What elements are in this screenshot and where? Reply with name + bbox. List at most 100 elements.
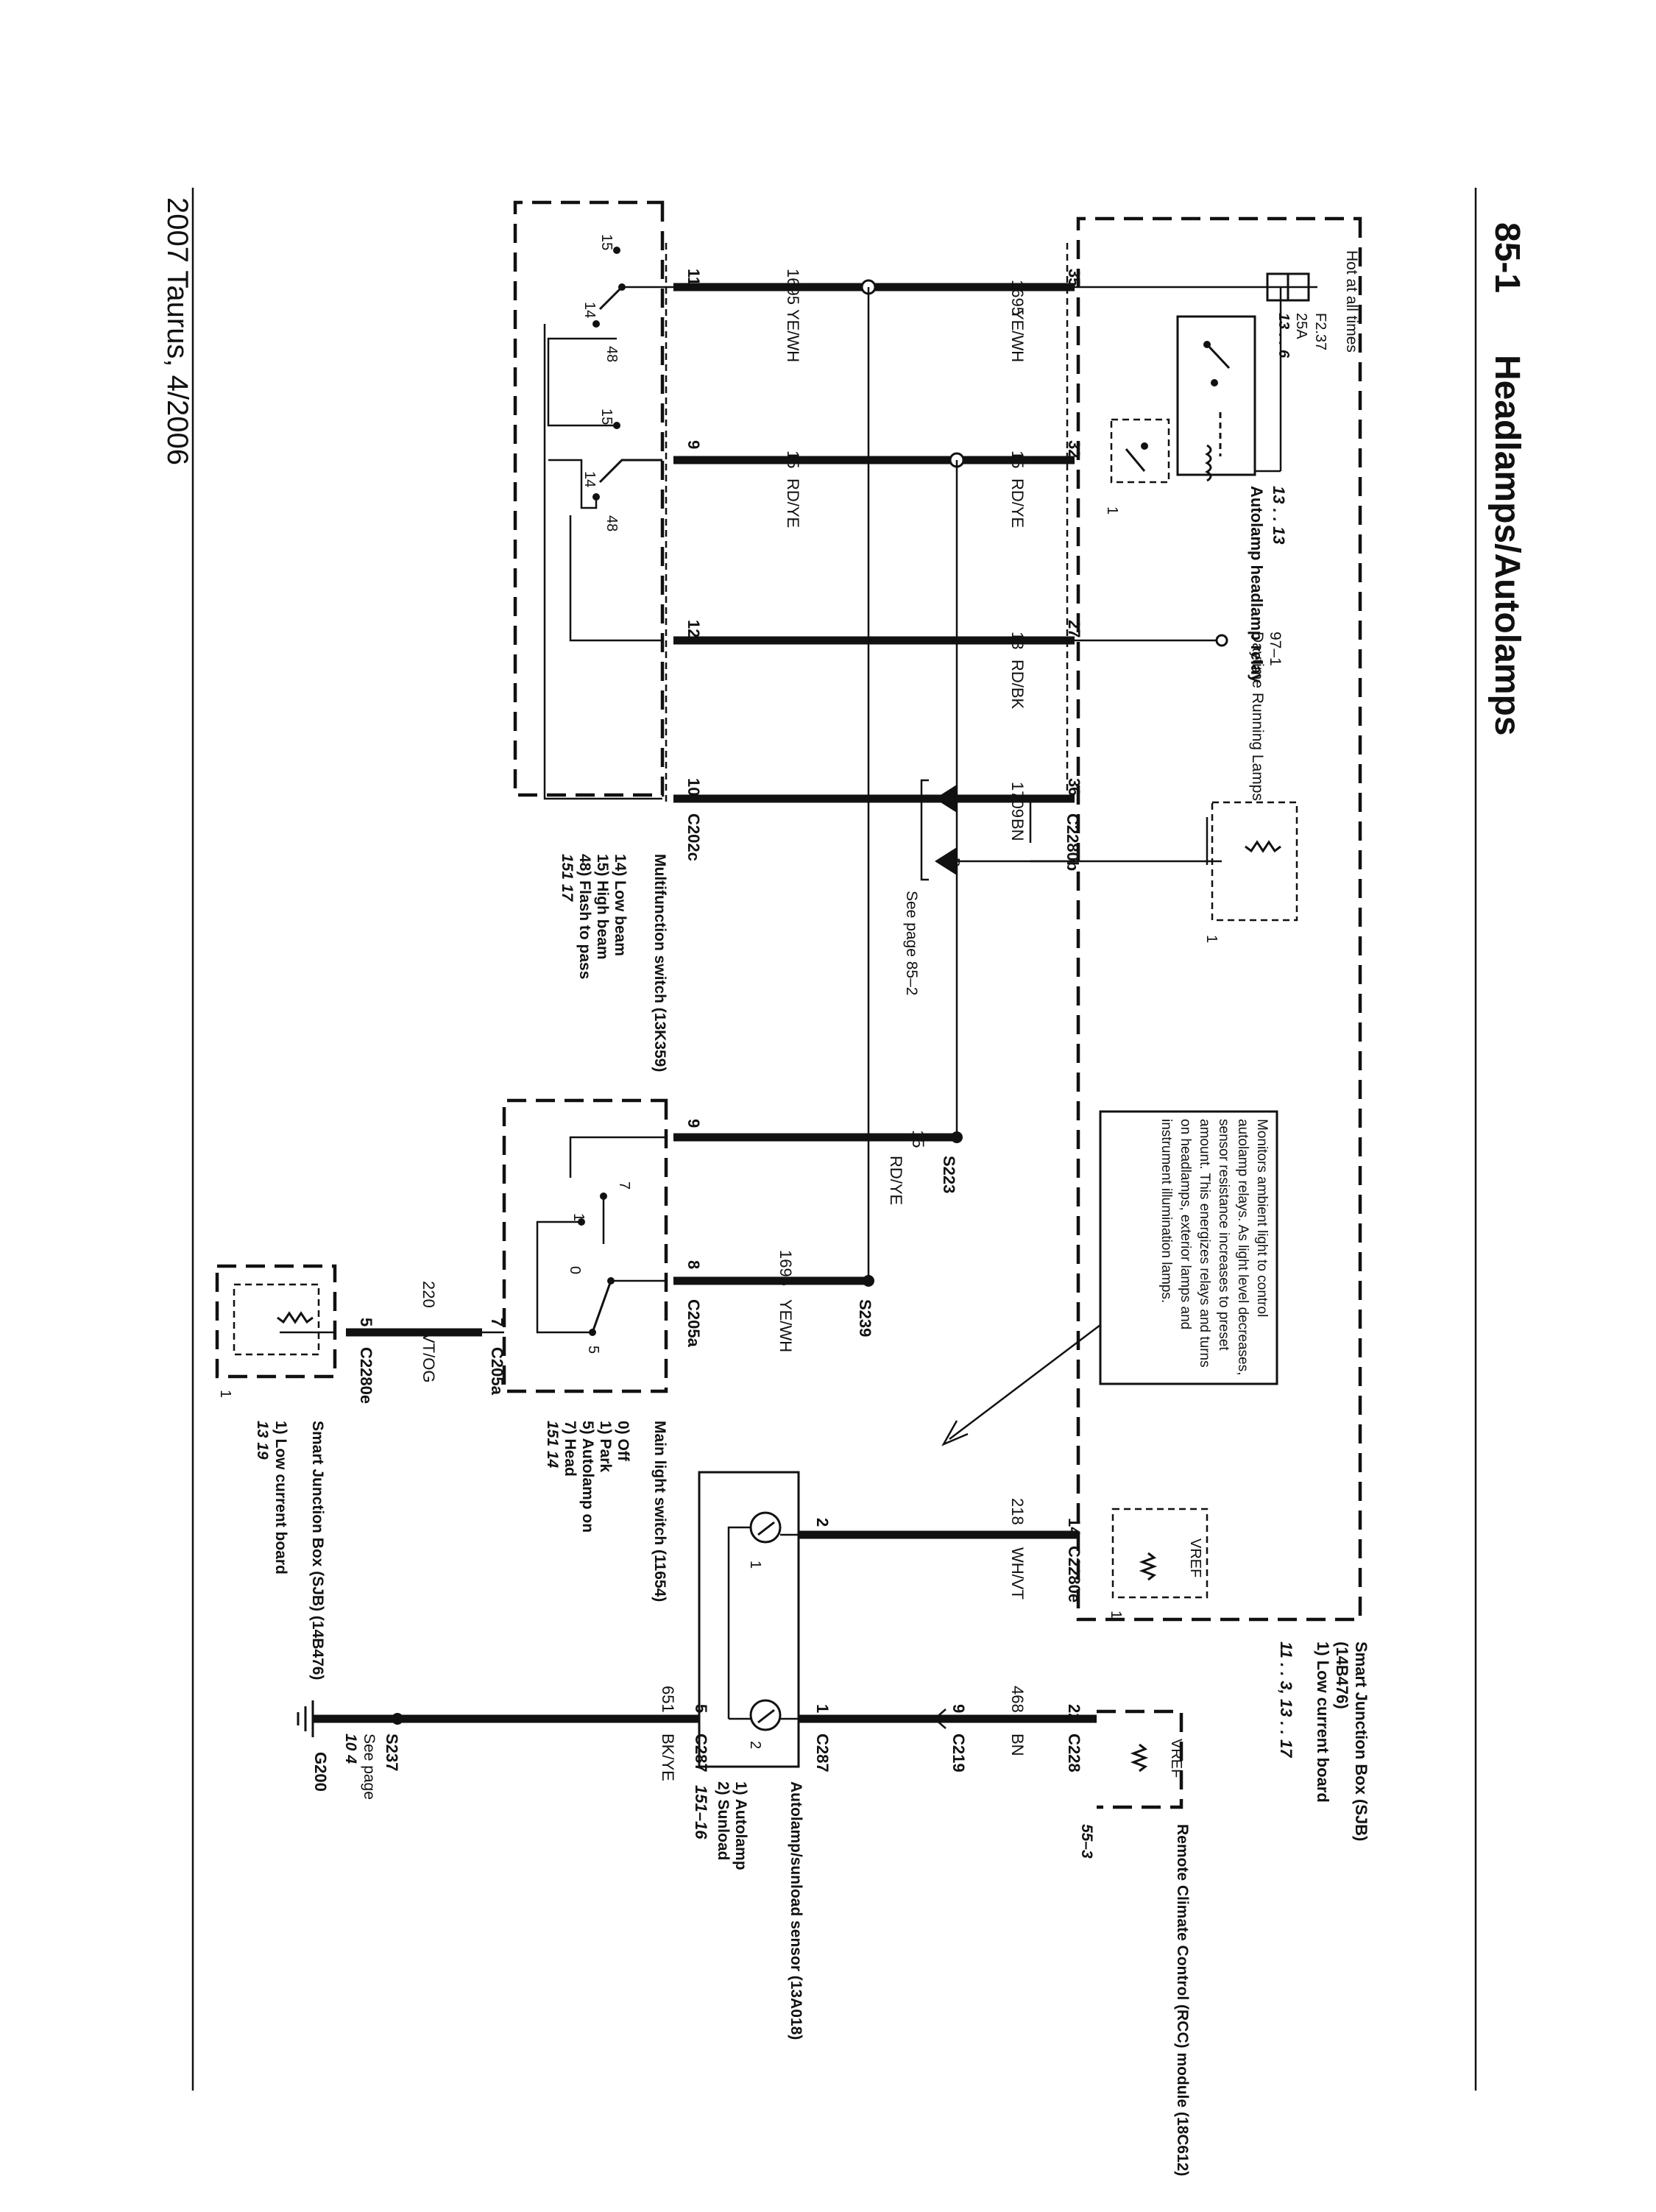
mls-refs: 151 14 bbox=[544, 1421, 561, 1469]
fuse-id: F2.37 bbox=[1312, 313, 1328, 350]
mls-pin-9: 9 bbox=[684, 1119, 703, 1128]
mls-pin-7: 7 bbox=[488, 1318, 506, 1326]
wire-468: 22 C228 468 BN 9 C219 bbox=[799, 1686, 1097, 1773]
mls-pos-0: 0 bbox=[567, 1266, 583, 1274]
wire-1695-color: YE/WH bbox=[1008, 309, 1027, 362]
mls-pos-1: 1 bbox=[570, 1213, 587, 1221]
wire-468-circuit: 468 bbox=[1008, 1686, 1027, 1713]
wire-218-sjb-pin: 14 bbox=[1065, 1518, 1083, 1536]
relay-contact bbox=[1206, 343, 1231, 370]
rcc-module: VREF Remote Climate Control (RCC) module… bbox=[1078, 1709, 1191, 2176]
relay-ref: 13 . . 13 bbox=[1270, 486, 1288, 545]
ground-see-page: See page bbox=[361, 1734, 378, 1800]
sensor-element-1 bbox=[749, 1511, 782, 1544]
sjb-vref-label: VREF bbox=[1187, 1538, 1203, 1577]
page-number: 85-1 bbox=[1487, 222, 1526, 293]
mfs-pin-left-48: 48 bbox=[604, 346, 620, 362]
sjb-sensor-resistor bbox=[1245, 840, 1281, 853]
note-text: Monitors ambient light to control autola… bbox=[1158, 1119, 1270, 1376]
sjb-lower-pin: 1 bbox=[217, 1390, 233, 1398]
s239-circuit: 1695 bbox=[776, 1250, 795, 1286]
wire-13-mfs-pin: 12 bbox=[684, 620, 703, 637]
sjb-vref-outline bbox=[1111, 1508, 1209, 1599]
mfs-refs: 151 17 bbox=[559, 854, 576, 902]
s223-label: S223 bbox=[940, 1156, 958, 1193]
c205a-label-upper: C205a bbox=[684, 1299, 703, 1348]
relay-submodule bbox=[1110, 418, 1170, 484]
wire-13: 27 13 RD/BK 12 bbox=[673, 620, 1083, 710]
mfs-contact-low bbox=[598, 286, 623, 311]
sensor-item-autolamp: 1) Autolamp bbox=[732, 1781, 749, 1870]
wire-15-mfs-pin: 9 bbox=[684, 440, 703, 449]
sjb-vref-module: VREF 1 bbox=[1108, 1508, 1209, 1619]
mls-title: Main light switch (11654) bbox=[651, 1421, 668, 1602]
mfs-pin-right-14: 14 bbox=[581, 471, 598, 487]
wire-651-circuit: 651 bbox=[659, 1686, 677, 1713]
rcc-refs: 55–3 bbox=[1078, 1824, 1095, 1859]
mls-pos-autolamp: 5) Autolamp on bbox=[579, 1421, 596, 1533]
sjb-name: Smart Junction Box (SJB) bbox=[1352, 1642, 1370, 1841]
relay-name: Autolamp headlamp relay bbox=[1248, 486, 1266, 684]
mfs-contact-high bbox=[598, 459, 662, 484]
splice-s223: S223 15 RD/YE bbox=[673, 1130, 963, 1205]
wire-220-color: VT/OG bbox=[420, 1332, 438, 1382]
wire-220: 7 220 VT/OG C205a 5 C2280e bbox=[346, 1281, 506, 1404]
c228-label: C228 bbox=[1065, 1734, 1083, 1773]
mls-outline bbox=[502, 1098, 668, 1393]
mfs-pin-left-15: 15 bbox=[598, 234, 615, 250]
wire-218-color: WH/VT bbox=[1008, 1547, 1027, 1600]
sjb-lower: 1 Smart Junction Box (SJB) (14B476) 1) L… bbox=[215, 1264, 337, 1680]
wire-468-color: BN bbox=[1008, 1734, 1027, 1756]
wire-15-color: RD/YE bbox=[1008, 478, 1027, 528]
rcc-outline bbox=[1097, 1709, 1183, 1809]
mls-pos-5: 5 bbox=[585, 1346, 601, 1354]
sensor-elem-1-label: 1 bbox=[747, 1561, 763, 1569]
arrow-a bbox=[935, 785, 957, 813]
drl-name: Daytime Running Lamps bbox=[1249, 632, 1266, 801]
s223-circuit: 15 bbox=[909, 1130, 927, 1148]
sjb-lower-outline bbox=[215, 1264, 337, 1379]
c2280e-label-lower: C2280e bbox=[357, 1347, 375, 1404]
wire-1695: 35 1695 YE/WH 11 bbox=[673, 269, 1083, 362]
wire-651: 651 BK/YE S237 See page 10 4 G200 bbox=[297, 1686, 699, 1800]
wire-13-circuit: 13 bbox=[1008, 632, 1027, 649]
sjb-outline bbox=[1076, 216, 1362, 1622]
hot-label: Hot at all times bbox=[1343, 250, 1360, 353]
see-page-brace bbox=[920, 779, 929, 881]
sjb-lower-board: 1) Low current board bbox=[272, 1421, 289, 1575]
relay-pin: 1 bbox=[1104, 506, 1120, 515]
c2280b-label: C2280b bbox=[1064, 813, 1082, 871]
sjb-sensor-pin: 1 bbox=[1203, 935, 1220, 943]
sjb-lower-refs: 13 19 bbox=[254, 1421, 271, 1460]
sensor-pin-1: 1 bbox=[813, 1704, 832, 1713]
main-light-switch: 9 8 C205a 7 1 0 5 Main light switch (116… bbox=[502, 1098, 703, 1602]
c219-pin: 9 bbox=[949, 1704, 968, 1713]
mfs-outline bbox=[513, 200, 665, 797]
c219-label: C219 bbox=[949, 1734, 968, 1773]
rcc-title: Remote Climate Control (RCC) module (18C… bbox=[1174, 1824, 1191, 2176]
sensor-title: Autolamp/sunload sensor (13A018) bbox=[788, 1781, 804, 2040]
wire-1709-mfs-pin: 10 bbox=[684, 778, 703, 796]
s239-label: S239 bbox=[856, 1299, 874, 1337]
wire-1709-color: BN bbox=[1008, 819, 1027, 841]
wire-1695-circuit: 1695 bbox=[1008, 280, 1027, 316]
wire-1695-mfs-pin: 11 bbox=[684, 269, 703, 286]
mfs-pos-flash: 48) Flash to pass bbox=[576, 854, 593, 979]
sensor-elem-2-label: 2 bbox=[747, 1741, 763, 1749]
wire-15-circuit: 15 bbox=[1008, 450, 1027, 468]
wire-13-color: RD/BK bbox=[1008, 660, 1027, 710]
sjb-sensor-submodule: 1 bbox=[1203, 801, 1298, 943]
fuse-box bbox=[1266, 272, 1310, 302]
note-box: Monitors ambient light to control autola… bbox=[941, 1110, 1278, 1446]
mls-pin-8: 8 bbox=[684, 1260, 703, 1269]
wire-218-sensor-pin: 2 bbox=[813, 1518, 832, 1527]
sensor-refs: 151–16 bbox=[692, 1785, 710, 1840]
wire-218-circuit: 218 bbox=[1008, 1498, 1027, 1525]
splice-s239: S239 1695 YE/WH bbox=[673, 1250, 874, 1352]
wire-651-color: BK/YE bbox=[659, 1734, 677, 1781]
drl-ref: 97–1 bbox=[1267, 632, 1284, 666]
mfs-pos-low: 14) Low beam bbox=[612, 854, 629, 956]
rcc-resistor bbox=[1130, 1743, 1149, 1773]
sjb-refs: 11 . . 3, 13 . . 17 bbox=[1277, 1642, 1295, 1759]
